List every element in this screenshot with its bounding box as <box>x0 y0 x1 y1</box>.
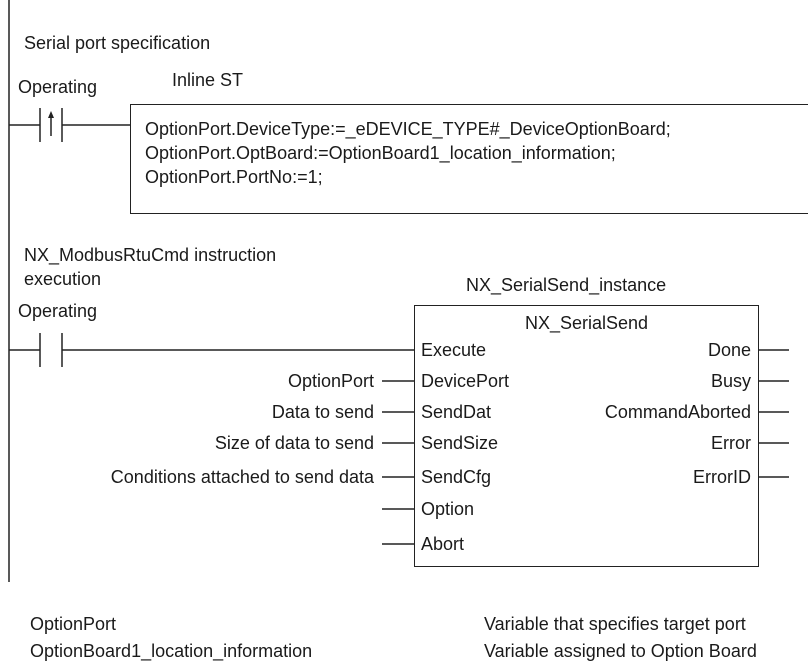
legend-name-2: OptionBoard1_location_information <box>30 641 313 661</box>
legend-name-1: OptionPort <box>30 614 117 634</box>
output-pin-leads <box>759 349 789 478</box>
function-block-nx-serialsend <box>414 305 759 567</box>
legend-desc-1: Variable that specifies target port <box>484 614 746 634</box>
rung2-comment-line1: NX_ModbusRtuCmd instruction <box>24 245 277 265</box>
output-error: Error <box>711 433 751 453</box>
inline-st-block <box>130 104 808 214</box>
rung2-comment-line2: execution <box>24 269 102 289</box>
input-variable-deviceport: OptionPort <box>287 371 374 391</box>
st-line-3: OptionPort.PortNo:=1; <box>145 167 323 187</box>
st-line-1: OptionPort.DeviceType:=_eDEVICE_TYPE#_De… <box>145 119 671 139</box>
input-sendcfg: SendCfg <box>421 467 492 487</box>
input-deviceport: DevicePort <box>421 371 510 391</box>
rising-edge-arrow-icon <box>48 111 54 118</box>
input-execute: Execute <box>421 340 487 360</box>
input-senddat: SendDat <box>421 402 492 422</box>
input-variable-sendcfg: Conditions attached to send data <box>110 467 374 487</box>
input-sendsize: SendSize <box>421 433 499 453</box>
input-abort: Abort <box>421 534 465 554</box>
output-commandaborted: CommandAborted <box>604 402 751 422</box>
legend-desc-2: Variable assigned to Option Board <box>484 641 757 661</box>
output-errorid: ErrorID <box>693 467 751 487</box>
st-line-2: OptionPort.OptBoard:=OptionBoard1_locati… <box>145 143 616 163</box>
fb-instance-name: NX_SerialSend_instance <box>466 275 667 295</box>
input-variable-senddat: Data to send <box>271 402 374 422</box>
normally-open-contact <box>39 333 63 367</box>
rung1-comment: Serial port specification <box>24 33 211 53</box>
input-variable-sendsize: Size of data to send <box>214 433 374 453</box>
rung1-contact-label: Operating <box>18 77 98 97</box>
inline-st-label: Inline ST <box>172 70 244 90</box>
input-option: Option <box>421 499 475 519</box>
input-pin-leads <box>382 380 414 545</box>
rung2-contact-label: Operating <box>18 301 98 321</box>
function-block-name: NX_SerialSend <box>524 313 649 333</box>
output-busy: Busy <box>710 371 751 391</box>
output-done: Done <box>707 340 751 360</box>
